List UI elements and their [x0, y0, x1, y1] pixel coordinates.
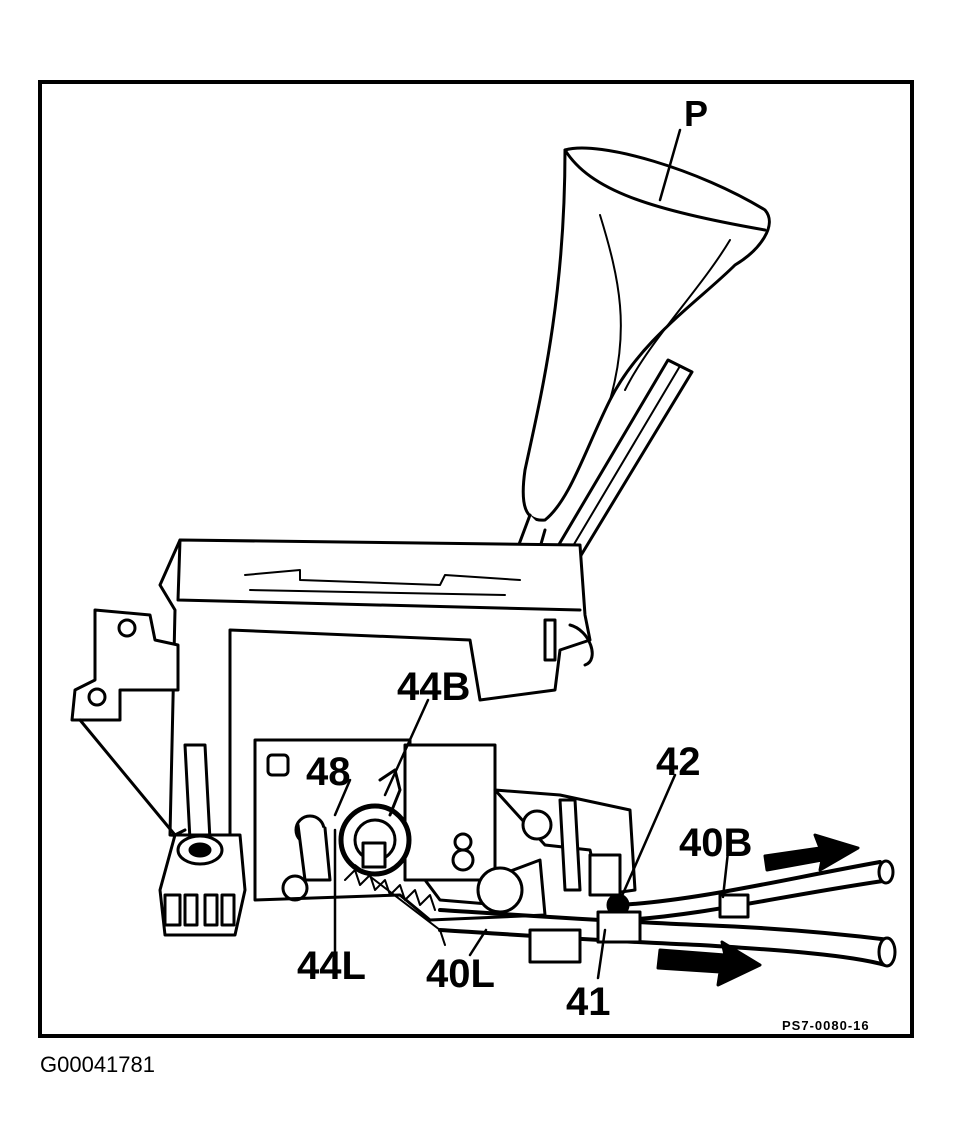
leader-lines — [333, 128, 730, 980]
mounting-bracket-left — [70, 608, 212, 842]
figure-code: PS7-0080-16 — [782, 1018, 870, 1033]
figure-id: G00041781 — [40, 1052, 155, 1077]
callout-p: P — [684, 93, 709, 134]
direction-arrow-upper — [763, 833, 860, 872]
callout-40l: 40L — [426, 952, 495, 996]
callout-41: 41 — [566, 980, 611, 1024]
shift-knob — [521, 146, 771, 522]
shift-cable-lower — [438, 908, 897, 968]
callout-44l: 44L — [297, 944, 366, 988]
right-housing — [476, 788, 637, 917]
pivot-boss — [158, 833, 247, 937]
callout-44b: 44B — [397, 665, 471, 709]
shift-cable-upper — [618, 859, 895, 922]
shift-lock-cam — [281, 768, 412, 902]
callout-48: 48 — [306, 750, 351, 794]
direction-arrow-lower — [656, 940, 762, 987]
callout-42: 42 — [656, 740, 701, 784]
diagram-frame — [38, 80, 914, 1038]
callout-40b: 40B — [679, 821, 753, 865]
